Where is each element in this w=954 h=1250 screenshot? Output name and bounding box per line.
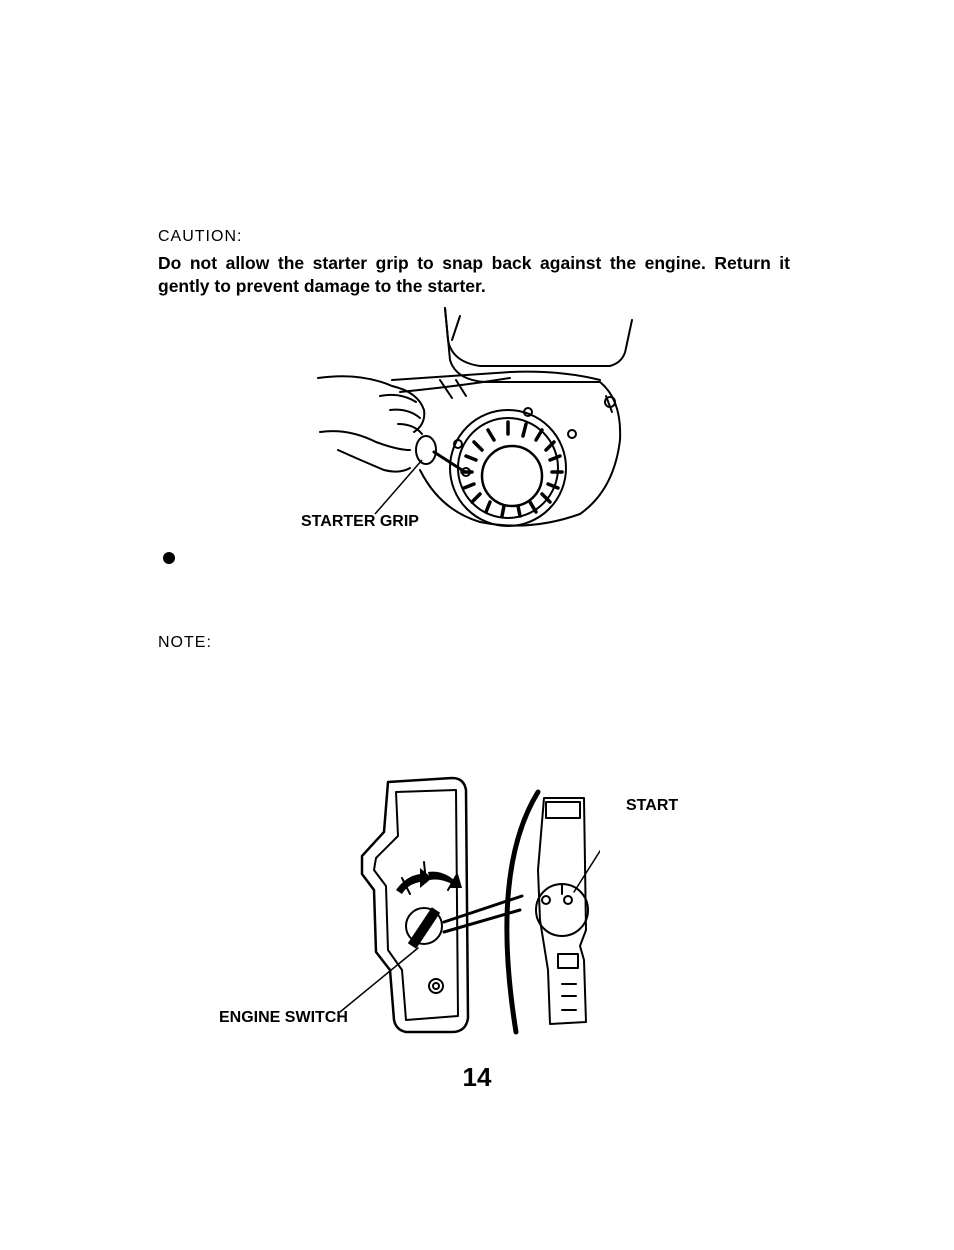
caution-label: CAUTION: [158, 228, 237, 245]
caution-text: Do not allow the starter grip to snap ba…: [158, 253, 790, 296]
bullet-marker: [163, 552, 175, 564]
recoil-starter-illustration: [317, 307, 633, 527]
page-number: 14: [462, 1062, 492, 1092]
starter-grip-label: STARTER GRIP: [301, 513, 419, 530]
engine-switch-illustration: [340, 776, 600, 1035]
note-heading: NOTE:: [158, 634, 212, 651]
start-label: START: [626, 797, 679, 814]
caution-heading: CAUTION:: [158, 228, 243, 245]
note-label: NOTE: [158, 634, 207, 651]
engine-switch-label: ENGINE SWITCH: [219, 1009, 348, 1026]
